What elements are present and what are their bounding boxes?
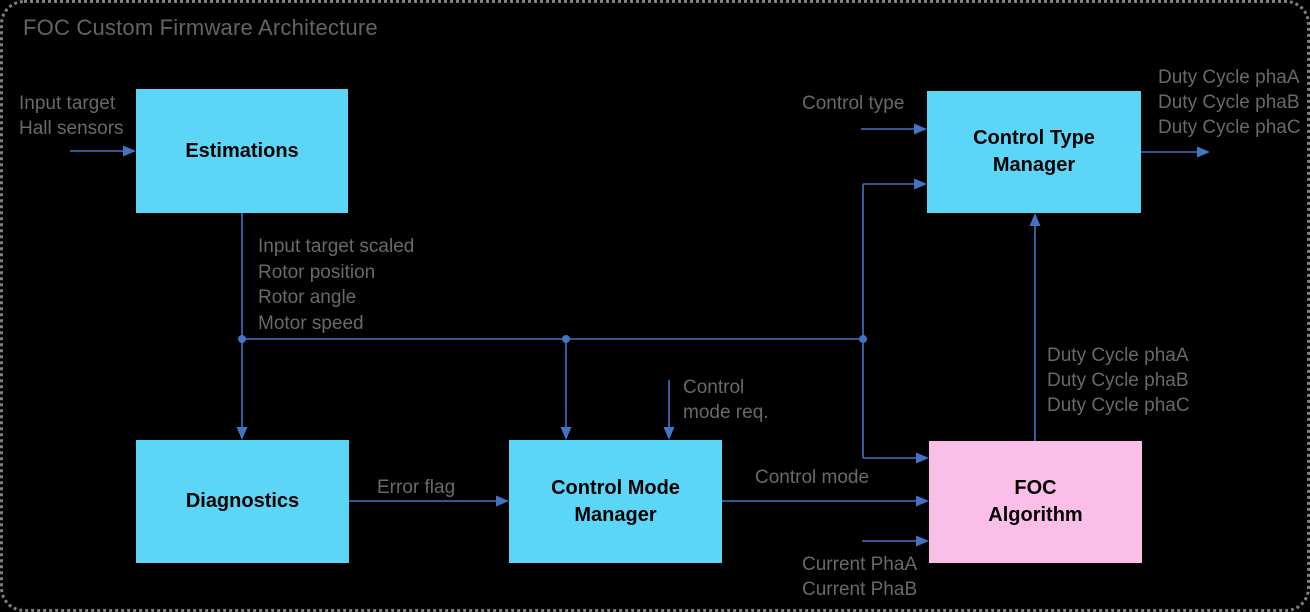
arrowhead-icon: [914, 123, 927, 135]
connector-foc-to-control-type-manager: [1029, 213, 1041, 441]
diagram-title: FOC Custom Firmware Architecture: [23, 15, 378, 40]
label-estimations-inputs: Input target Hall sensors: [19, 91, 124, 141]
arrowhead-icon: [663, 427, 675, 440]
arrowhead-icon: [1197, 146, 1210, 158]
arrowhead-icon: [914, 178, 927, 190]
label-estimations-outputs: Input target scaled Rotor position Rotor…: [258, 234, 414, 336]
arrowhead-icon: [916, 452, 929, 464]
connector-control-mode: [722, 495, 929, 507]
label-duty-cycle-phaA: Duty Cycle phaA: [1047, 345, 1189, 366]
connector-bus-to-control-mode-manager: [560, 339, 572, 440]
label-rotor-position: Rotor position: [258, 261, 376, 283]
label-current-inputs: Current PhaA Current PhaB: [802, 552, 917, 602]
block-diagnostics-label: Diagnostics: [185, 490, 300, 512]
block-control-mode-manager-label-line1: Control Mode: [551, 476, 680, 499]
arrowhead-icon: [236, 427, 248, 440]
label-control-mode: Control mode: [755, 467, 870, 488]
block-control-type-manager-label-line2: Manager: [992, 154, 1076, 176]
connector-control-mode-req: [663, 380, 675, 440]
label-current-phaB: Current PhaB: [802, 579, 918, 600]
block-foc-algorithm-label-line1: FOC: [1014, 477, 1057, 499]
connector-current-inputs: [862, 535, 929, 547]
connector-estimations-to-diagnostics: [236, 213, 248, 440]
arrowhead-icon: [916, 535, 929, 547]
block-control-mode-manager-label-line2: Manager: [574, 503, 657, 526]
block-estimations-label: Estimations: [185, 139, 299, 162]
block-diagnostics: Diagnostics: [136, 440, 349, 563]
connector-error-flag: [349, 495, 509, 507]
block-control-type-manager-label-line1: Control Type: [973, 127, 1095, 149]
connector-bus-to-control-type-manager: [863, 178, 927, 190]
connector-lines: [70, 123, 1210, 547]
connector-control-type-input: [861, 123, 927, 135]
block-estimations: Estimations: [136, 89, 348, 213]
block-foc-algorithm-label-line2: Algorithm: [988, 504, 1083, 526]
label-rotor-angle: Rotor angle: [258, 287, 357, 308]
block-control-mode-manager: Control Mode Manager: [509, 440, 722, 563]
label-current-phaA: Current PhaA: [802, 554, 918, 575]
label-control-mode-req-line1: Control: [683, 377, 745, 398]
connector-bus-to-foc-algorithm: [863, 452, 929, 464]
label-duty-cycle-phaB: Duty Cycle phaB: [1047, 370, 1189, 391]
connector-estimations-bus-horizontal: [238, 335, 867, 343]
connector-control-type-manager-output: [1141, 146, 1210, 158]
block-foc-algorithm: FOC Algorithm: [929, 441, 1142, 563]
connector-input-to-estimations: [70, 145, 136, 157]
label-duty-cycle-phaB: Duty Cycle phaB: [1158, 92, 1300, 113]
label-duty-cycle-phaA: Duty Cycle phaA: [1158, 67, 1300, 88]
label-duty-cycle-outputs-mid: Duty Cycle phaA Duty Cycle phaB Duty Cyc…: [1047, 343, 1190, 418]
label-input-target-scaled: Input target scaled: [258, 236, 415, 257]
label-control-mode-req: Control mode req.: [683, 375, 769, 425]
arrowhead-icon: [560, 427, 572, 440]
arrowhead-icon: [496, 495, 509, 507]
junction-dot-icon: [238, 335, 246, 343]
label-control-type: Control type: [802, 93, 905, 114]
label-duty-cycle-phaC: Duty Cycle phaC: [1158, 117, 1301, 138]
label-hall-sensors: Hall sensors: [19, 118, 124, 139]
label-motor-speed: Motor speed: [258, 312, 364, 334]
label-input-target: Input target: [19, 93, 116, 114]
label-control-mode-req-line2: mode req.: [683, 402, 769, 423]
label-error-flag: Error flag: [377, 477, 456, 498]
label-duty-cycle-phaC: Duty Cycle phaC: [1047, 395, 1190, 416]
block-control-type-manager: Control Type Manager: [927, 91, 1141, 213]
arrowhead-icon: [1029, 213, 1041, 226]
label-duty-cycle-outputs-top: Duty Cycle phaA Duty Cycle phaB Duty Cyc…: [1158, 65, 1301, 140]
arrowhead-icon: [123, 145, 136, 157]
arrowhead-icon: [916, 495, 929, 507]
